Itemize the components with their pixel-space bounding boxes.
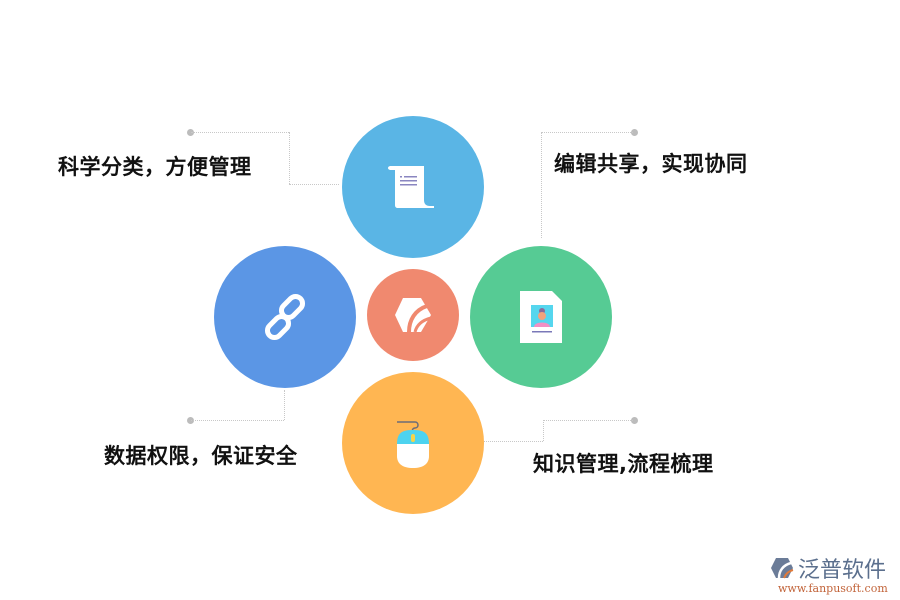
connector-line [541, 132, 542, 238]
chain-link-icon [264, 293, 306, 341]
node-circle-top [342, 116, 484, 258]
connector-line [191, 420, 284, 421]
connector-line [289, 184, 339, 185]
node-label-right: 编辑共享，实现协同 [554, 152, 748, 176]
connector-line [543, 420, 633, 421]
brand-url: www.fanpusoft.com [778, 582, 888, 595]
computer-mouse-icon [397, 421, 429, 468]
connector-line [484, 441, 543, 442]
node-circle-left [214, 246, 356, 388]
connector-dot [187, 129, 194, 136]
connector-line [541, 132, 633, 133]
node-circle-bottom [342, 372, 484, 514]
node-label-top: 科学分类，方便管理 [58, 155, 252, 179]
profile-card-icon [520, 291, 562, 343]
brand-logo: 泛普软件 www.fanpusoft.com [770, 552, 888, 595]
connector-line [543, 420, 544, 441]
scroll-document-icon [388, 166, 434, 208]
node-circle-right [470, 246, 612, 388]
node-label-bottom: 知识管理,流程梳理 [533, 452, 714, 476]
brand-logo-icon [771, 558, 794, 579]
brand-name: 泛普软件 [798, 558, 887, 583]
connector-dot [631, 129, 638, 136]
connector-line [289, 132, 290, 184]
node-label-left: 数据权限，保证安全 [104, 444, 298, 468]
fanpu-leaf-icon [395, 298, 432, 333]
connector-line [191, 132, 289, 133]
center-circle [367, 269, 459, 361]
connector-dot [631, 417, 638, 424]
connector-dot [187, 417, 194, 424]
connector-line [284, 390, 285, 420]
